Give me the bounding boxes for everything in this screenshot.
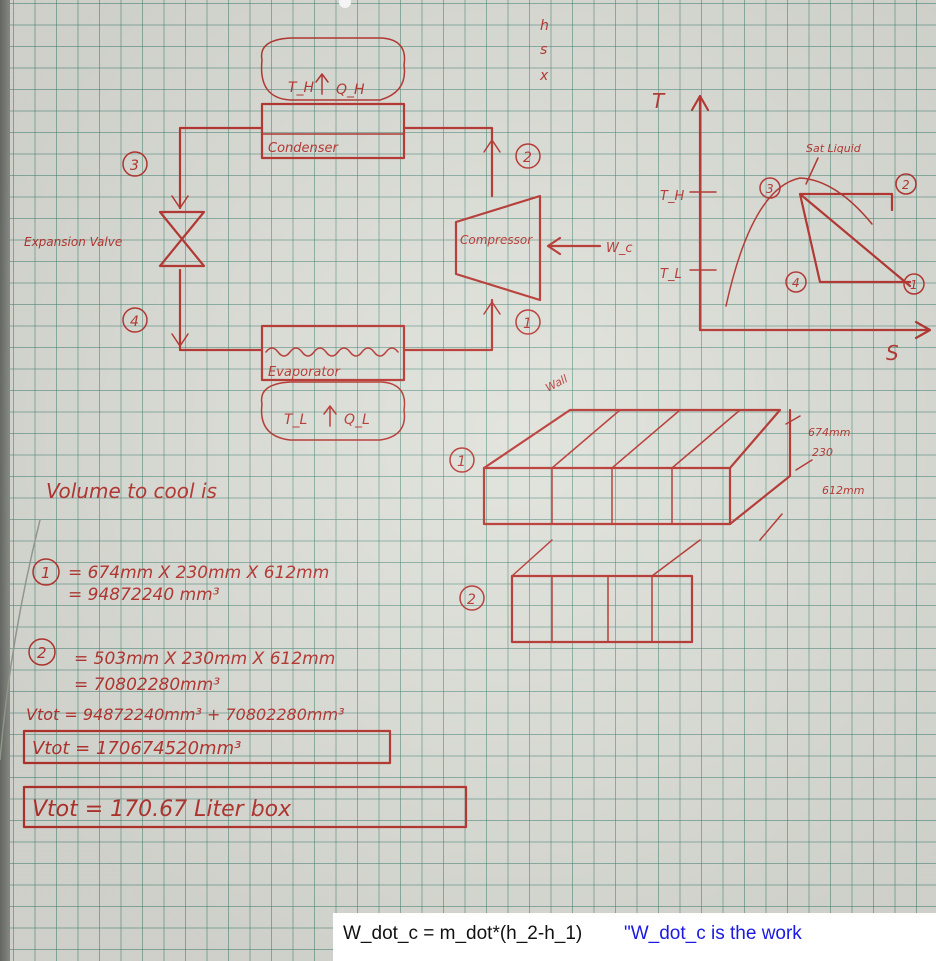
heat-in-arrow (323, 405, 337, 427)
note-s: s (540, 42, 547, 58)
cycle-schematic: T_H Q_H Condenser 3 Expansion Valve 4 Ev (24, 18, 633, 441)
pipe-state-4 (178, 268, 264, 352)
ts-sat-liquid-label: Sat Liquid (806, 142, 862, 155)
ts-state-3-label: 3 (766, 182, 774, 196)
hot-reservoir-outline (260, 37, 406, 101)
ts-x-axis (698, 320, 932, 340)
evaporator-coil (265, 347, 399, 357)
calc-line-1-result: = 94872240 mm³ (68, 585, 220, 605)
ts-state-2-circle (895, 173, 917, 195)
box-lower-front (510, 574, 694, 644)
box-region-1-circle (449, 447, 475, 473)
calc-line-1-circle (32, 558, 60, 586)
box-lower-partitions (511, 539, 701, 643)
state-4-circle (122, 307, 148, 333)
calc-final-box (22, 785, 468, 829)
note-x: x (539, 68, 549, 84)
box-region-1-label: 1 (457, 454, 466, 470)
box-region-2-label: 2 (467, 592, 476, 608)
graph-paper (10, 0, 936, 961)
compressor-label: Compressor (460, 233, 533, 247)
flow-arrow-3 (171, 195, 189, 209)
box-dim-arrows (759, 415, 813, 541)
condenser-box (260, 102, 406, 160)
calc-line-2-index: 2 (37, 644, 47, 662)
ts-y-axis-label: T (652, 89, 666, 113)
hot-reservoir-label: T_H (288, 80, 315, 96)
box-dim-height: 230 (812, 446, 833, 459)
ts-x-axis-label: S (886, 341, 899, 365)
box-sketch: 1 Wall 674mm 230 612mm 2 (449, 372, 864, 644)
work-input-label: W_c (606, 241, 633, 256)
calc-line-2: = 503mm X 230mm X 612mm (74, 649, 335, 669)
state-3-label: 3 (130, 158, 139, 174)
ts-low-temp-label: T_L (660, 267, 682, 282)
box-partitions (551, 409, 741, 525)
evaporator-label: Evaporator (268, 365, 341, 380)
pipe-state-3 (178, 126, 264, 210)
calc-total-boxed: Vtot = 170674520mm³ (32, 738, 241, 759)
state-3-circle (122, 151, 148, 177)
flow-arrow-2 (483, 139, 501, 153)
ts-state-1-label: 1 (910, 278, 918, 292)
code-equation: W_dot_c = m_dot*(h_2-h_1) (343, 923, 583, 944)
note-h: h (540, 18, 549, 34)
cold-reservoir-label: T_L (284, 412, 307, 428)
ts-saturation-dome (725, 177, 873, 307)
flow-arrow-1 (483, 301, 501, 315)
ts-state-4-label: 4 (792, 276, 800, 290)
compressor-symbol (454, 194, 542, 302)
ts-diagram: T S T_H T_L Sat Liquid 3 2 4 1 (652, 89, 932, 365)
box-front-face (482, 466, 732, 526)
ts-state-4-circle (785, 271, 807, 293)
calc-total-box (22, 729, 392, 765)
box-top-face (482, 408, 782, 470)
ts-high-temp-label: T_H (660, 189, 684, 204)
camera-glare-dot (339, 0, 351, 8)
state-1-label: 1 (523, 316, 532, 332)
box-wall-note: Wall (543, 372, 570, 394)
state-2-circle (515, 143, 541, 169)
state-4-label: 4 (130, 314, 139, 330)
calc-line-2-circle (28, 638, 56, 666)
volume-calculation: Volume to cool is 1 = 674mm X 230mm X 61… (22, 479, 468, 829)
work-input-arrow (546, 236, 602, 256)
heat-rejected-label: Q_H (336, 82, 365, 98)
cold-reservoir-outline (260, 381, 406, 441)
ts-state-3-circle (759, 177, 781, 199)
box-side-face (728, 408, 792, 526)
box-dim-length: 674mm (808, 426, 850, 439)
ts-state-2-label: 2 (902, 178, 910, 192)
calc-line-1-index: 1 (41, 564, 51, 582)
flow-arrow-4 (171, 333, 189, 347)
code-strip: W_dot_c = m_dot*(h_2-h_1) "W_dot_c is th… (333, 913, 936, 961)
code-comment: "W_dot_c is the work (624, 923, 802, 944)
ts-y-axis (690, 94, 710, 332)
calc-heading: Volume to cool is (46, 479, 217, 503)
heat-up-arrow (315, 73, 329, 95)
expansion-valve-symbol (158, 210, 206, 268)
calc-final-answer: Vtot = 170.67 Liter box (32, 797, 292, 822)
condenser-label: Condenser (268, 141, 340, 156)
calc-total-sum: Vtot = 94872240mm³ + 70802280mm³ (26, 705, 344, 724)
heat-absorbed-label: Q_L (344, 412, 370, 428)
pipe-state-1 (402, 298, 494, 352)
page-edge-curve (0, 519, 41, 761)
expansion-valve-label: Expansion Valve (24, 235, 122, 249)
ts-cycle-lines (798, 192, 912, 288)
ts-sat-liquid-pointer (805, 157, 819, 185)
box-dim-depth: 612mm (822, 484, 864, 497)
box-region-2-circle (459, 585, 485, 611)
calc-line-1: = 674mm X 230mm X 612mm (68, 563, 329, 583)
pipe-state-2 (402, 126, 494, 198)
state-1-circle (515, 309, 541, 335)
evaporator-box (260, 324, 406, 382)
state-2-label: 2 (523, 150, 532, 166)
ts-state-1-circle (903, 273, 925, 295)
calc-line-2-result: = 70802280mm³ (74, 675, 220, 695)
